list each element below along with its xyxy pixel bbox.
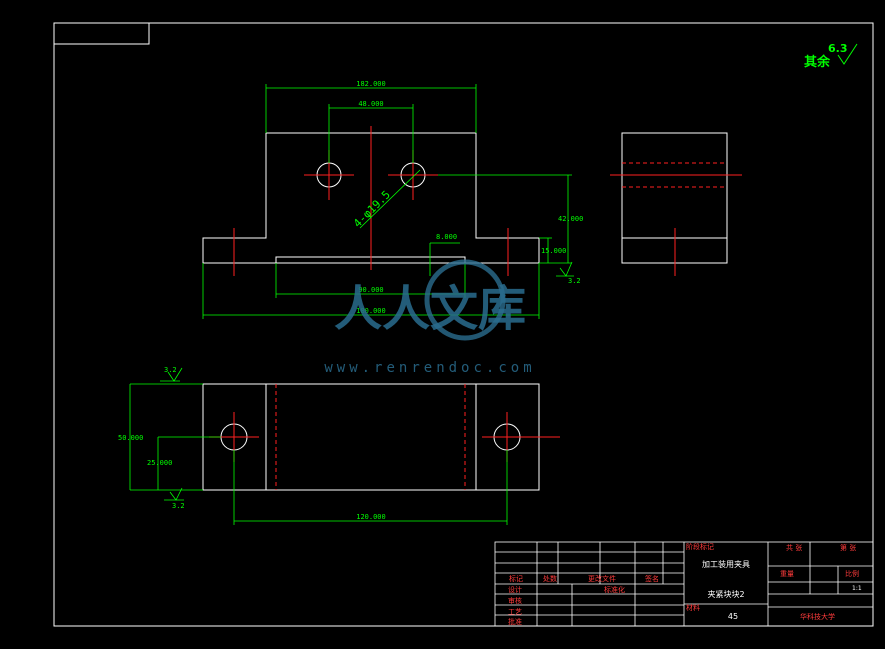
tb-part-name: 夹紧块块2 xyxy=(707,589,744,599)
roughness-symbol-icon xyxy=(837,43,858,65)
dim-slot-width: 90.000 xyxy=(358,286,383,294)
side-view xyxy=(610,132,742,276)
dim-hole-offset: 25.000 xyxy=(147,459,172,467)
dim-depth: 50.000 xyxy=(118,434,143,442)
tb-sheets: 共 张 xyxy=(786,543,802,552)
tb-unit-name: 加工装用夹具 xyxy=(702,559,750,569)
tb-sheet-no: 第 张 xyxy=(840,543,856,552)
roughness-note: 其余 6.3 xyxy=(804,42,858,70)
front-roughness-value: 3.2 xyxy=(568,277,581,285)
tb-school: 华科技大学 xyxy=(800,612,835,621)
roughness-note-value: 6.3 xyxy=(828,42,848,55)
side-hidden-lines xyxy=(622,162,727,188)
dim-step-height: 15.000 xyxy=(541,247,566,255)
dim-hole-note: 4-φ19.5 xyxy=(351,188,393,230)
corner-label-box xyxy=(53,22,150,45)
dim-slot-depth: 8.000 xyxy=(436,233,457,241)
drawing-frame xyxy=(53,22,874,627)
tb-change-file: 更改文件 xyxy=(588,574,616,583)
top-view: 50.000 25.000 120.000 3.2 3.2 xyxy=(118,366,560,525)
dim-top-hole-spacing: 120.000 xyxy=(356,513,386,521)
watermark-text: 人人文库 xyxy=(334,281,526,337)
tb-mark: 标记 xyxy=(509,574,523,583)
tb-signature: 签名 xyxy=(645,574,659,583)
dim-hole-spacing: 48.000 xyxy=(358,100,383,108)
side-centerlines xyxy=(610,174,742,276)
tb-check: 审核 xyxy=(508,596,522,605)
dim-overall-top: 182.000 xyxy=(356,80,386,88)
tb-design: 设计 xyxy=(508,585,522,594)
bottom-roughness-value: 3.2 xyxy=(172,502,185,510)
tb-process: 工艺 xyxy=(508,608,522,616)
tb-scale: 1:1 xyxy=(852,585,862,592)
tb-material: 45 xyxy=(728,612,738,621)
tb-material-tag: 材料 xyxy=(686,603,700,612)
tb-standard: 标准化 xyxy=(604,585,625,594)
watermark-logo-icon xyxy=(424,259,506,341)
title-block: 阶段标记 加工装用夹具 夹紧块块2 材料 45 共 张 第 张 重量 比例 1:… xyxy=(494,541,874,627)
top-dimension-lines xyxy=(129,367,508,525)
tb-approve: 批准 xyxy=(508,617,522,626)
roughness-note-label: 其余 xyxy=(804,54,831,70)
top-roughness-value: 3.2 xyxy=(164,366,177,374)
tb-weight: 重量 xyxy=(780,570,794,578)
watermark: 人人文库 www.renrendoc.com xyxy=(324,259,535,376)
front-dimension-lines xyxy=(202,84,574,319)
tb-count: 处数 xyxy=(543,574,557,583)
dim-height-right: 42.000 xyxy=(558,215,583,223)
watermark-url: www.renrendoc.com xyxy=(324,360,535,376)
top-hidden-lines xyxy=(275,384,466,490)
tb-ratio: 比例 xyxy=(845,569,859,578)
tb-stage: 阶段标记 xyxy=(686,542,714,551)
dim-overall-width: 180.000 xyxy=(356,307,386,315)
